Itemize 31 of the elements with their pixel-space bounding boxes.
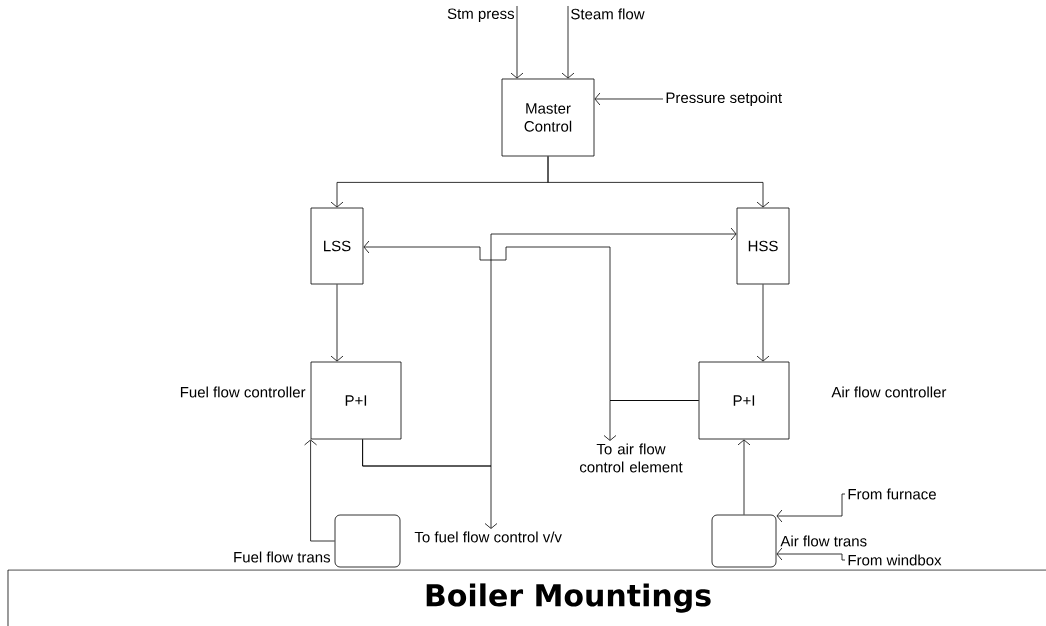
transmitter-box [711,514,777,568]
node-caption: Air flow controller [831,386,947,398]
signal-label: Steam flow [571,8,645,20]
arrow [547,156,770,208]
block-box: Master Control [501,78,595,157]
signal-label: To air flow control element [579,443,683,473]
arrow [561,5,575,79]
arrow [362,439,498,529]
node-caption: Fuel flow trans [234,551,331,563]
block-box: P+I [698,361,790,440]
arrow [776,547,846,561]
transmitter-box [334,514,401,568]
block-box: LSS [310,207,364,285]
block-box: P+I [310,361,402,440]
arrow [304,439,335,542]
arrow [737,439,751,515]
signal-label: From windbox [848,554,942,566]
node-caption: Air flow trans [780,535,867,547]
title: Boiler Mountings [426,583,711,613]
node-caption: Fuel flow controller [180,386,306,398]
arrow [594,92,664,106]
arrow [510,5,524,79]
arrow [330,284,344,362]
signal-label: Stm press [447,8,515,22]
signal-label: Pressure setpoint [666,92,782,106]
signal-label: From furnace [848,488,936,500]
block-box: HSS [736,207,790,285]
signal-label: To fuel flow control v/v [414,531,562,543]
arrow [776,493,846,523]
arrow [756,284,770,362]
arrow [603,400,699,441]
